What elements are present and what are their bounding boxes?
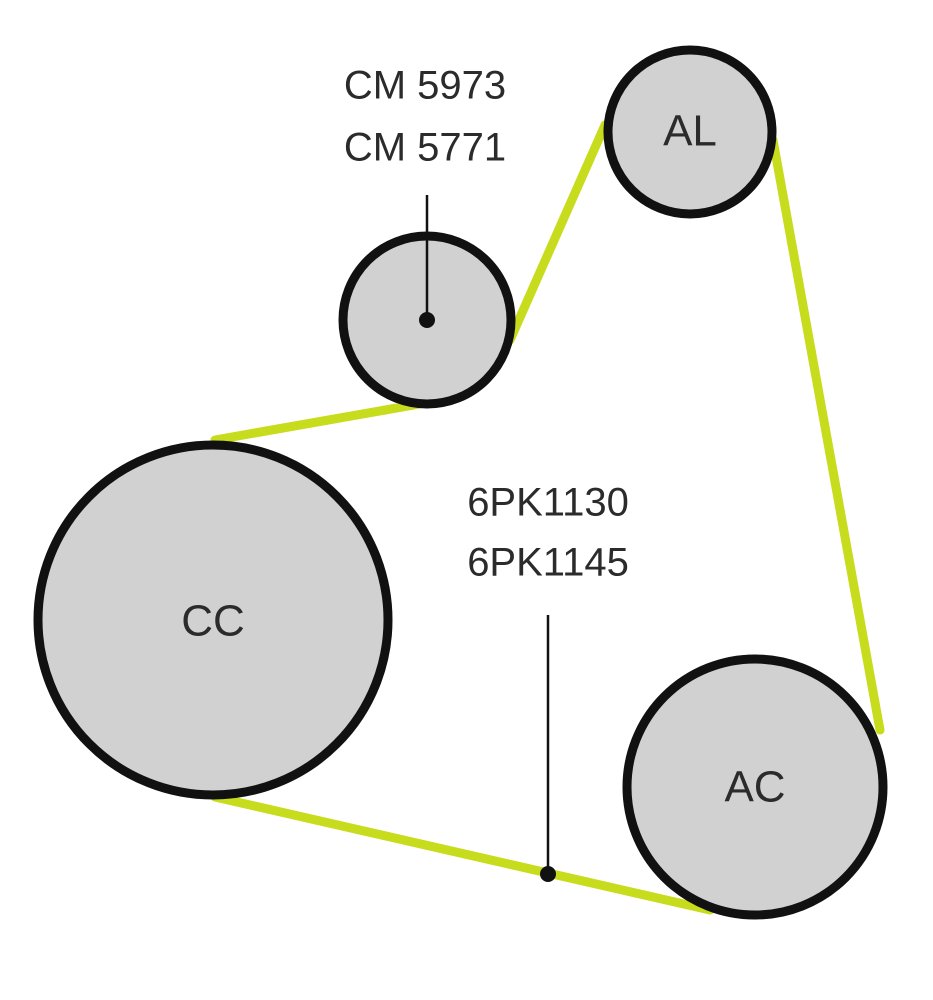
- belt-segment-al-ac: [768, 135, 885, 735]
- tensioner-callout-line-2: CM 5771: [344, 126, 506, 170]
- belt-callout-line-1: 6PK1130: [467, 481, 629, 525]
- tensioner-callout-line-1: CM 5973: [344, 64, 506, 108]
- pulley-al-circle: [603, 45, 777, 219]
- belt: [210, 120, 885, 915]
- belt-callout: 6PK1130 6PK1145: [467, 481, 629, 882]
- tensioner-callout: CM 5973 CM 5771: [344, 64, 506, 328]
- pulley-cc-circle: [33, 440, 393, 800]
- pulley-al-label: AL: [663, 107, 717, 156]
- belt-segment-ac-cc: [210, 792, 715, 915]
- pulley-ac-label: AC: [724, 763, 785, 812]
- belt-segment-cc-tensioner: [210, 398, 430, 445]
- pulley-cc-label: CC: [181, 597, 245, 646]
- pulley-ac-circle: [622, 654, 888, 920]
- pulley-cc: CC: [33, 440, 393, 800]
- belt-callout-line-2: 6PK1145: [467, 541, 629, 585]
- pulley-al: AL: [603, 45, 777, 219]
- belt-segment-tensioner-al: [505, 120, 610, 345]
- pulley-ac: AC: [622, 654, 888, 920]
- belt-leader-dot: [540, 866, 556, 882]
- tensioner-leader-dot: [419, 312, 435, 328]
